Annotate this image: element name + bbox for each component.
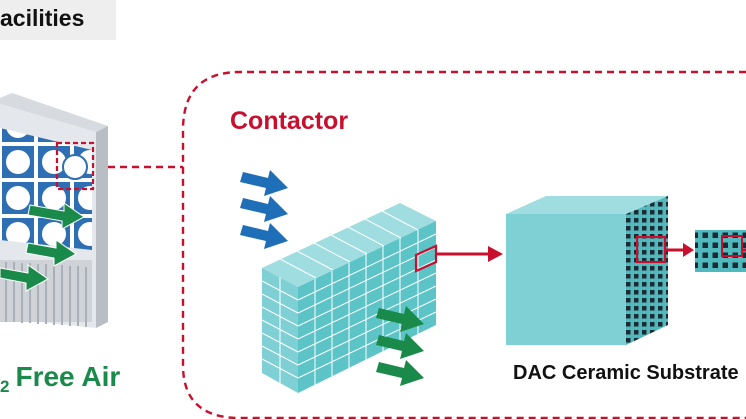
arrow-right-icon [240,196,288,222]
fan-icon [62,154,88,180]
zoom-arrow-1 [437,246,503,262]
arrow-right-icon [240,223,288,249]
free-air-label: 2 Free Air [0,361,121,396]
arrow-right-icon [240,170,288,196]
free-air-text: Free Air [15,361,121,392]
green-outflow-arrows [376,306,424,386]
highlighted-fan-frame [55,141,95,191]
contactor-highlight-frame [414,244,438,273]
arrow-right-icon [376,360,424,386]
building-green-arrows [0,202,85,292]
co2-subscript: 2 [0,377,10,396]
zoom-arrow-2 [665,243,694,257]
dac-facility-building [0,93,108,328]
building-side [96,126,108,328]
substrate-right-face [626,196,668,345]
building-roof [0,93,108,132]
substrate-top-face [506,196,668,214]
arrow-right-icon [488,246,503,262]
arrow-right-icon [683,243,694,257]
blue-inflow-arrows [240,170,288,249]
contactor-frame [181,70,746,419]
arrow-right-icon [376,333,424,359]
arrow-right-icon [25,239,77,267]
header-banner [0,0,116,40]
dac-ceramic-substrate-cube [506,196,668,345]
contactor-title: Contactor [230,107,349,135]
substrate-left-face [506,214,626,345]
magnified-honeycomb [695,230,746,272]
arrow-right-icon [27,202,85,230]
arrow-right-icon [376,306,424,332]
contactor-block [240,170,438,393]
facilities-header-label: acilities [0,5,85,31]
arrow-right-icon [0,264,49,292]
magnified-highlight-frame [721,235,743,257]
substrate-caption: DAC Ceramic Substrate [513,362,739,384]
